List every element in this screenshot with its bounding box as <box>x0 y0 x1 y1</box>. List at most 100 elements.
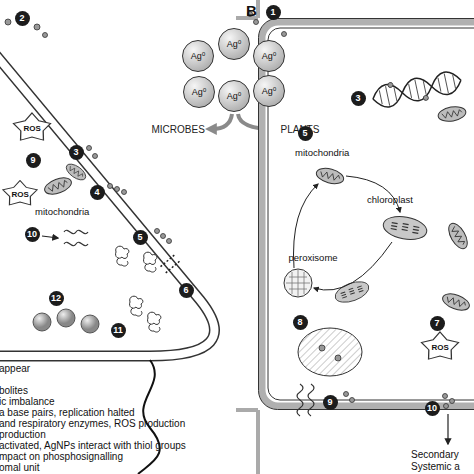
peroxisome-grid <box>286 270 310 296</box>
ros-burst <box>13 113 50 140</box>
note-line: Secondary <box>411 449 459 460</box>
silver-particle <box>161 234 166 239</box>
silver-particle <box>319 345 325 351</box>
dna-strand <box>371 69 464 110</box>
silver-nanoparticle: Ag⁰ <box>182 40 214 72</box>
note-line: omal unit <box>0 462 40 473</box>
note-line: activated, AgNPs interact with thiol gro… <box>0 440 186 451</box>
callout-number: 4 <box>90 185 105 200</box>
note-line: Systemic a <box>411 461 460 472</box>
node-text: Ag⁰ <box>192 87 207 97</box>
mitochondrion <box>437 105 467 124</box>
leader-arrow <box>42 236 58 238</box>
silver-nanoparticle: Ag⁰ <box>253 75 285 107</box>
mitochondrion <box>440 291 471 314</box>
ros-label: ROS <box>12 190 29 199</box>
protein-sphere <box>57 309 75 327</box>
signal-arrow <box>447 414 448 444</box>
uptake-arrow <box>212 114 232 129</box>
callout-number: 5 <box>298 126 313 141</box>
part-label: chloroplast <box>367 194 413 205</box>
silver-particle <box>282 32 287 37</box>
note-line: and respiratory enzymes, ROS production <box>0 418 185 429</box>
callout-number: 8 <box>293 315 308 330</box>
plant-cell-wall <box>262 22 474 406</box>
node-text: Ag⁰ <box>227 91 242 101</box>
silver-particle <box>344 392 349 397</box>
ribosome <box>144 252 157 272</box>
part-label: mitochondria <box>35 206 89 217</box>
callout-number: 3 <box>351 91 366 106</box>
callout-number: 6 <box>179 283 194 298</box>
flagellum <box>138 360 160 474</box>
silver-particle <box>43 33 48 38</box>
silver-nanoparticle: Ag⁰ <box>253 40 285 72</box>
protein-sphere <box>33 313 51 331</box>
silver-particle <box>93 154 98 159</box>
callout-number: 12 <box>49 291 64 306</box>
silver-particle <box>254 20 259 25</box>
silver-particle <box>87 146 92 151</box>
mitochondrion <box>445 220 471 251</box>
signal-particle <box>450 399 455 404</box>
vacuole <box>298 328 362 376</box>
microbe-wall <box>0 0 214 356</box>
callout-number: 5 <box>133 230 148 245</box>
callout-number: 2 <box>15 11 30 26</box>
callout-number: 9 <box>26 153 41 168</box>
silver-particle <box>167 239 172 244</box>
silver-particle <box>34 24 40 30</box>
part-label: mitochondria <box>295 147 349 158</box>
silver-particle <box>115 187 120 192</box>
note-line: mpact on phosphosignalling <box>0 451 123 462</box>
silver-nanoparticle: Ag⁰ <box>218 28 250 60</box>
note-line: production <box>0 429 46 440</box>
ros-label: ROS <box>24 124 41 133</box>
callout-number: 11 <box>111 323 126 338</box>
chloroplast <box>332 278 371 307</box>
chloroplast <box>381 213 428 242</box>
base-pairs <box>379 72 457 107</box>
node-text: Ag⁰ <box>227 39 242 49</box>
ros-burst <box>421 332 458 359</box>
part-label: peroxisome <box>289 252 338 263</box>
ribosome <box>130 296 143 316</box>
callout-number: 10 <box>425 401 440 416</box>
silver-nanoparticle: Ag⁰ <box>183 76 215 108</box>
peroxisome <box>284 269 312 297</box>
silver-particle <box>122 190 127 195</box>
neighbour-wall <box>236 0 258 474</box>
target-label: MICROBES <box>152 124 205 135</box>
plasma-membrane <box>268 28 474 400</box>
node-text: Ag⁰ <box>262 51 277 61</box>
microbe-cytoplasm <box>0 0 214 356</box>
note-line: bolites <box>0 385 28 396</box>
silver-particle <box>387 82 393 88</box>
silver-particle <box>350 398 355 403</box>
dna-strand <box>371 69 464 110</box>
ribosome <box>116 246 129 266</box>
mitochondrion <box>315 166 346 187</box>
signal-particle <box>444 404 449 409</box>
signal-particle <box>443 394 448 399</box>
node-text: Ag⁰ <box>262 86 277 96</box>
node-text: Ag⁰ <box>191 51 206 61</box>
protein-sphere <box>81 315 99 333</box>
silver-particle <box>5 19 11 25</box>
ros-label: ROS <box>432 343 449 352</box>
callout-number: 1 <box>266 5 281 20</box>
silver-particle <box>335 355 341 361</box>
note-line: ic imbalance <box>0 396 55 407</box>
panel-letter: B <box>246 2 257 19</box>
silver-particle <box>108 184 113 189</box>
callout-number: 10 <box>25 227 40 242</box>
protein-strand <box>64 230 88 245</box>
mitochondrion <box>64 161 89 183</box>
note-line: a base pairs, replication halted <box>0 407 135 418</box>
ribosome <box>148 312 161 332</box>
membrane-pore <box>161 255 180 273</box>
silver-nanoparticle: Ag⁰ <box>218 80 250 112</box>
